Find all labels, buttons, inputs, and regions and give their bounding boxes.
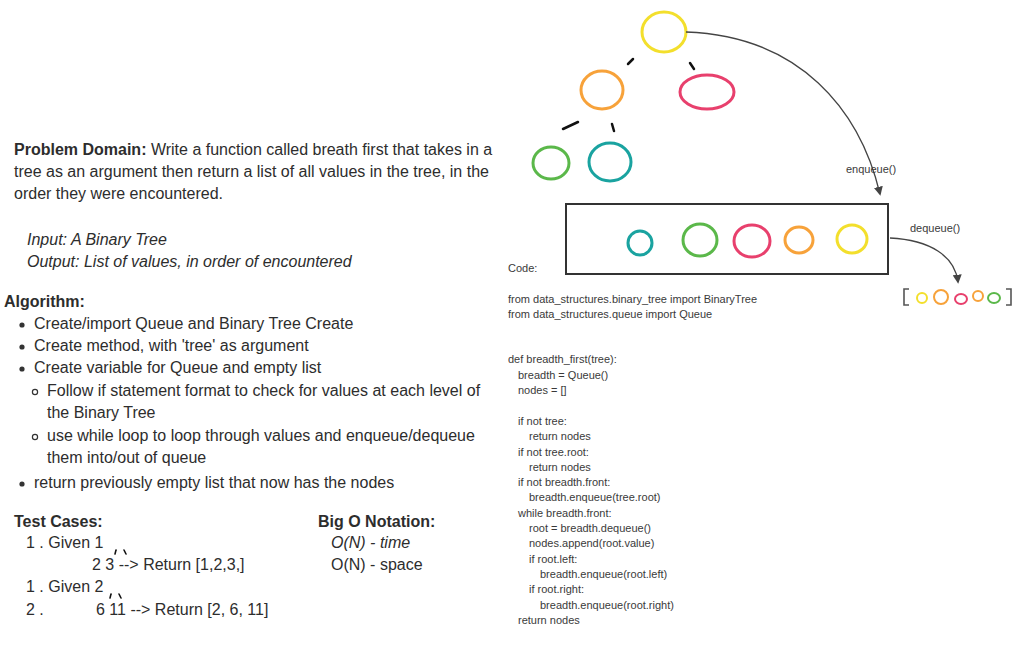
text-block: Algorithm: — [4, 291, 85, 313]
text-block: if not tree.root: — [518, 445, 589, 459]
code-line: while breadth.front: — [518, 507, 612, 519]
bullet-text: return previously empty list that now ha… — [34, 474, 394, 491]
heading: Algorithm: — [4, 293, 85, 310]
test-case: 1 . Given 2 — [26, 578, 103, 595]
code-line: root = breadth.dequeue() — [529, 522, 651, 534]
text-block: 1 . Given 1 — [26, 532, 103, 554]
code-line: def breadth_first(tree): — [508, 353, 617, 365]
text-block: Code: — [508, 261, 537, 275]
bullet-text: Create variable for Queue and empty list — [34, 359, 321, 376]
code-line: from data_structures.binary_tree import … — [508, 293, 757, 305]
sub-bullet-text: use while loop to loop through values an… — [47, 427, 475, 466]
code-line: if root.left: — [529, 553, 577, 565]
test-case: 2 3 --> Return [1,2,3,] — [92, 556, 245, 573]
text-block: Create method, with 'tree' as argument — [34, 335, 309, 357]
text-block: from data_structures.binary_tree import … — [508, 292, 757, 306]
test-case: 2 . — [26, 601, 44, 618]
code-line: breadth.enqueue(root.right) — [540, 599, 674, 611]
text-block: enqueue() — [846, 162, 896, 176]
text-block: return previously empty list that now ha… — [34, 472, 394, 494]
text-block: Create variable for Queue and empty list — [34, 357, 321, 379]
test-case: 6 11 --> Return [2, 6, 11] — [96, 601, 268, 618]
text-block: Input: A Binary Tree — [27, 229, 167, 251]
text-block: Follow if statement format to check for … — [47, 380, 487, 424]
text-block: nodes = [] — [518, 383, 567, 397]
output-text: Output: List of values, in order of enco… — [27, 253, 352, 270]
code-line: nodes = [] — [518, 384, 567, 396]
text-block: O(N) - time — [331, 532, 410, 554]
code-line: breadth.enqueue(root.left) — [540, 568, 667, 580]
text-block: 2 3 --> Return [1,2,3,] — [92, 554, 245, 576]
test-case: 1 . Given 1 — [26, 534, 103, 551]
text-block: Big O Notation: — [318, 511, 435, 533]
input-text: Input: A Binary Tree — [27, 231, 167, 248]
text-block: if not tree: — [518, 414, 567, 428]
complexity: O(N) - space — [331, 556, 423, 573]
code-line: nodes.append(root.value) — [529, 537, 654, 549]
heading: Big O Notation: — [318, 513, 435, 530]
text-block: while breadth.front: — [518, 506, 612, 520]
text-block: 2 . — [26, 599, 44, 621]
text-block: breadth.enqueue(root.left) — [540, 567, 667, 581]
text-block: Create/import Queue and Binary Tree Crea… — [34, 313, 353, 335]
text-block: Test Cases: — [14, 511, 103, 533]
text-block: root = breadth.dequeue() — [529, 521, 651, 535]
code-line: breadth = Queue() — [518, 369, 608, 381]
code-line: return nodes — [529, 430, 591, 442]
code-heading: Code: — [508, 262, 537, 274]
text-block: nodes.append(root.value) — [529, 536, 654, 550]
complexity: O(N) - time — [331, 534, 410, 551]
arrow-label: enqueue() — [846, 163, 896, 175]
code-line: breadth.enqueue(tree.root) — [529, 491, 660, 503]
text-block: breadth = Queue() — [518, 368, 608, 382]
text-block: use while loop to loop through values an… — [47, 425, 487, 469]
text-block: dequeue() — [910, 221, 960, 235]
text-block: from data_structures.queue import Queue — [508, 307, 712, 321]
code-line: from data_structures.queue import Queue — [508, 308, 712, 320]
code-line: return nodes — [518, 614, 580, 626]
sub-bullet-text: Follow if statement format to check for … — [47, 382, 480, 421]
text-block: O(N) - space — [331, 554, 423, 576]
text-block: return nodes — [529, 429, 591, 443]
code-line: return nodes — [529, 461, 591, 473]
text-block: if root.right: — [529, 582, 584, 596]
heading: Problem Domain: — [14, 141, 146, 158]
code-line: if not tree.root: — [518, 446, 589, 458]
text-block: 6 11 --> Return [2, 6, 11] — [96, 599, 268, 621]
text-block: breadth.enqueue(root.right) — [540, 598, 674, 612]
bullet-text: Create method, with 'tree' as argument — [34, 337, 309, 354]
text-block: if root.left: — [529, 552, 577, 566]
heading: Test Cases: — [14, 513, 103, 530]
text-block: Output: List of values, in order of enco… — [27, 251, 352, 273]
text-block: 1 . Given 2 — [26, 576, 103, 598]
text-block: Problem Domain: Write a function called … — [14, 139, 519, 205]
code-line: if root.right: — [529, 583, 584, 595]
text-block: return nodes — [518, 613, 580, 627]
code-line: if not breadth.front: — [518, 476, 610, 488]
text-block: breadth.enqueue(tree.root) — [529, 490, 660, 504]
bullet-text: Create/import Queue and Binary Tree Crea… — [34, 315, 353, 332]
text-block: return nodes — [529, 460, 591, 474]
code-line: if not tree: — [518, 415, 567, 427]
text-block: def breadth_first(tree): — [508, 352, 617, 366]
text-block: if not breadth.front: — [518, 475, 610, 489]
arrow-label: dequeue() — [910, 222, 960, 234]
